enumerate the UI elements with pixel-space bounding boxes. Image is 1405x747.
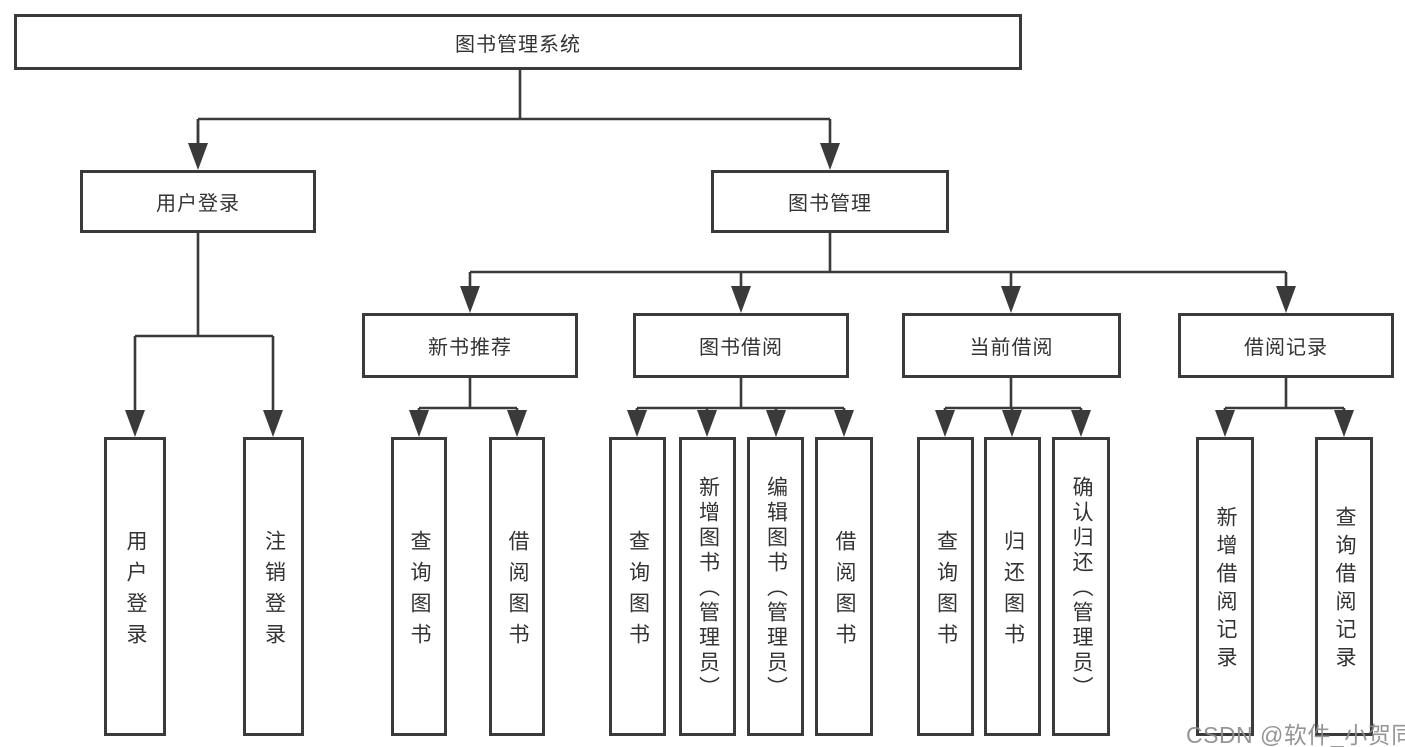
- node-label: 新书推荐: [428, 337, 512, 359]
- node-label: 图书管理: [788, 193, 872, 215]
- node-borrow-records: 借阅记录: [1178, 313, 1394, 378]
- leaf-user-login: 用户登录: [104, 437, 166, 736]
- leaf-query-borrow-record: 查询借阅记录: [1315, 437, 1373, 736]
- node-label: 图书借阅: [699, 337, 783, 359]
- node-label: 查询图书: [626, 529, 650, 654]
- node-book-borrow: 图书借阅: [633, 313, 849, 378]
- leaf-edit-book-admin: 编辑图书（管理员）: [747, 437, 804, 736]
- node-label: 编辑图书（管理员）: [764, 476, 788, 701]
- leaf-query-books-borrow: 查询图书: [609, 437, 666, 736]
- leaf-query-books-current: 查询图书: [917, 437, 974, 736]
- node-label: 用户登录: [124, 529, 147, 654]
- node-label: 查询借阅记录: [1333, 506, 1356, 674]
- watermark-text: CSDN @软件_小贺同学: [1186, 722, 1405, 747]
- node-label: 当前借阅: [969, 337, 1054, 359]
- leaf-add-borrow-record: 新增借阅记录: [1196, 437, 1254, 736]
- node-label: 注销登录: [262, 529, 286, 654]
- leaf-query-books-recommend: 查询图书: [391, 437, 447, 736]
- node-label: 查询图书: [408, 529, 431, 654]
- node-current-borrow: 当前借阅: [902, 313, 1121, 378]
- leaf-confirm-return-admin: 确认归还（管理员）: [1052, 437, 1110, 736]
- node-new-book-recommend: 新书推荐: [362, 313, 578, 378]
- leaf-add-book-admin: 新增图书（管理员）: [679, 437, 736, 736]
- leaf-borrow-books-recommend: 借阅图书: [489, 437, 545, 736]
- node-label: 查询图书: [934, 529, 958, 654]
- node-label: 借阅记录: [1244, 337, 1328, 359]
- leaf-logout: 注销登录: [243, 437, 304, 736]
- leaf-return-book: 归还图书: [984, 437, 1041, 736]
- node-label: 新增图书（管理员）: [696, 476, 720, 701]
- node-root: 图书管理系统: [14, 14, 1022, 70]
- node-label: 用户登录: [156, 193, 240, 215]
- node-book-management: 图书管理: [711, 170, 949, 233]
- node-label: 确认归还（管理员）: [1070, 476, 1093, 701]
- node-label: 图书管理系统: [455, 33, 581, 56]
- node-label: 新增借阅记录: [1214, 506, 1237, 674]
- node-user-login: 用户登录: [80, 170, 316, 233]
- leaf-borrow-books: 借阅图书: [815, 437, 873, 736]
- node-label: 借阅图书: [833, 529, 856, 654]
- node-label: 归还图书: [1001, 529, 1025, 654]
- node-label: 借阅图书: [506, 529, 529, 654]
